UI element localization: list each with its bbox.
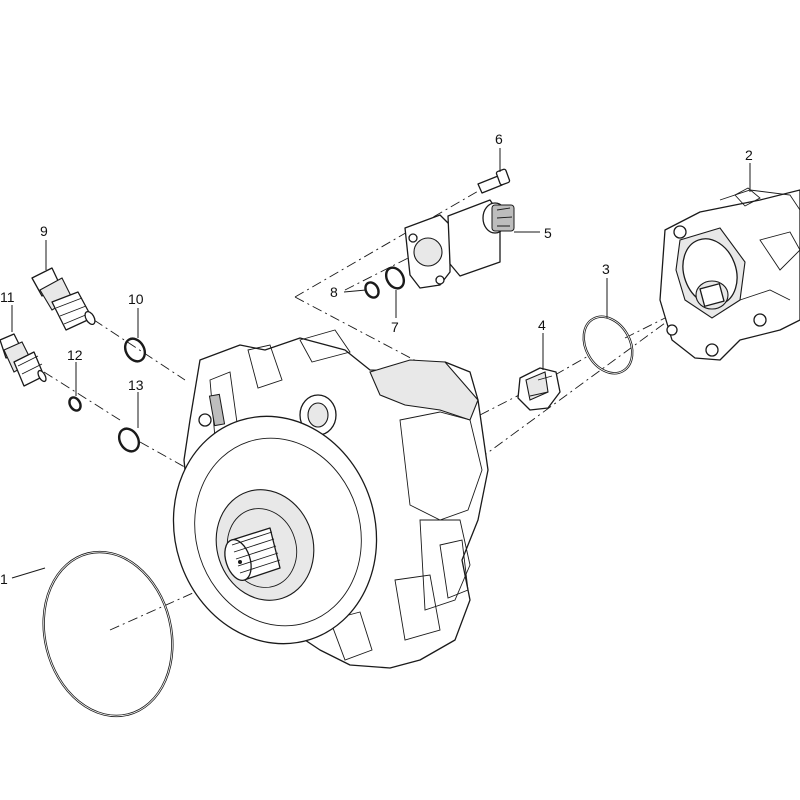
leader-lines <box>11 148 751 579</box>
valve-screw <box>477 168 511 194</box>
fitting-upper <box>31 267 96 331</box>
metering-valve <box>404 199 515 289</box>
fitting-lower <box>0 333 47 387</box>
assembly-axes <box>43 189 681 631</box>
valve-oring-large <box>384 266 406 290</box>
callout-7: 7 <box>391 319 399 335</box>
fitting-upper-oring <box>123 337 147 363</box>
callout-5: 5 <box>544 225 552 241</box>
callout-3: 3 <box>602 261 610 277</box>
callout-2: 2 <box>745 147 753 163</box>
fitting-lower-oring <box>117 427 141 453</box>
callout-12: 12 <box>67 347 83 363</box>
callout-9: 9 <box>40 223 48 239</box>
drive-coupling <box>517 367 561 411</box>
main-housing-oring <box>42 550 174 718</box>
callout-1: 1 <box>0 571 8 587</box>
callout-6: 6 <box>495 131 503 147</box>
fitting-lower-washer <box>68 396 82 412</box>
valve-oring-small <box>364 281 380 299</box>
pump-cover-assembly <box>659 187 800 361</box>
callout-13: 13 <box>128 377 144 393</box>
cover-oring <box>582 315 634 375</box>
callout-4: 4 <box>538 317 546 333</box>
callout-10: 10 <box>128 291 144 307</box>
callout-11: 11 <box>0 289 15 305</box>
callout-labels: 1 2 3 4 5 6 7 8 9 10 11 12 13 <box>0 131 753 587</box>
pump-housing <box>172 329 489 669</box>
callout-8: 8 <box>330 284 338 300</box>
